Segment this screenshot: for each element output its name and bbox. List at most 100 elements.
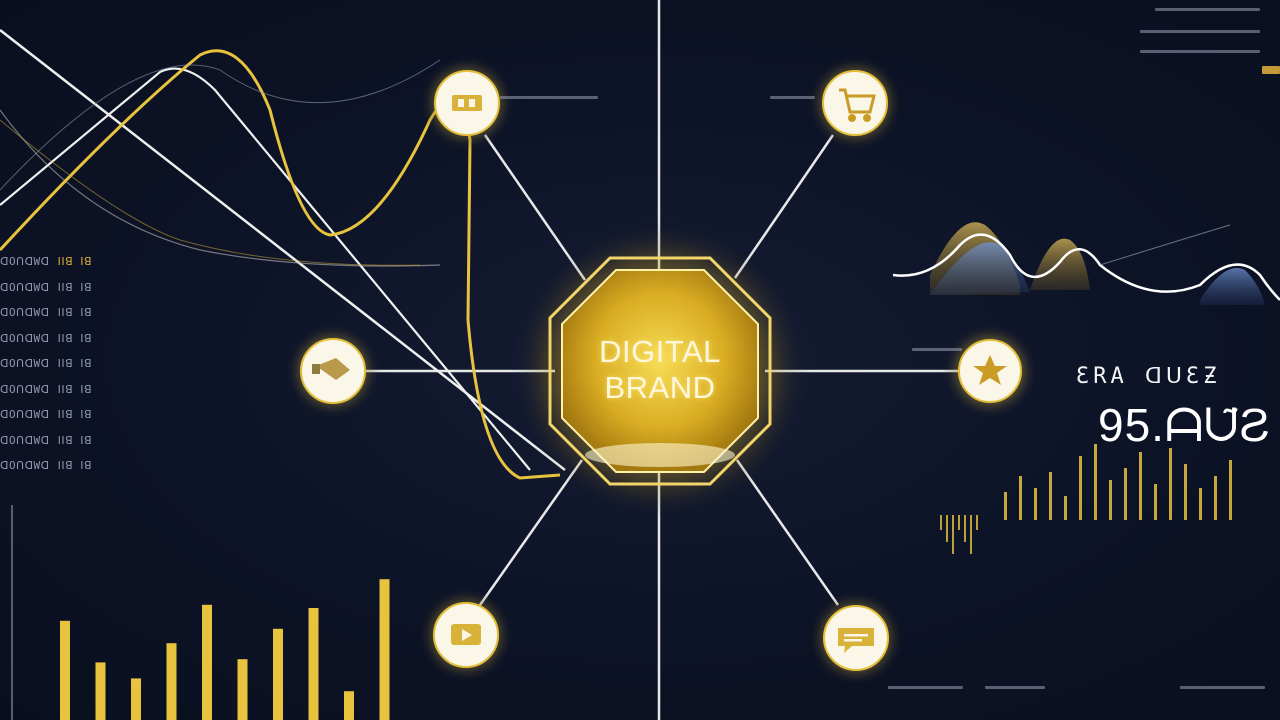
left-table-row: ꓷOꓵꓷWꓷ ꓲꓲꓭ ꓲꓭ xyxy=(0,408,92,421)
ticker-bar xyxy=(958,515,960,530)
right-wave-chart xyxy=(892,222,1280,305)
video-play-icon xyxy=(451,624,481,645)
gold-thin-line xyxy=(0,119,421,266)
bar xyxy=(95,662,106,720)
top-right-info-line xyxy=(1262,66,1280,74)
hub-center[interactable]: DIGITAL BRAND xyxy=(550,255,770,485)
metric-value: 95.ᗩᑌ̃Ƨ xyxy=(1098,399,1271,451)
top-right-info-line xyxy=(1140,50,1260,53)
left-table-value: ꓲꓲꓭ ꓲꓭ xyxy=(57,255,93,268)
left-table-label: ꓷOꓵꓷWꓷ xyxy=(0,408,50,421)
bar xyxy=(166,643,177,720)
node-left[interactable] xyxy=(285,323,381,419)
left-table-row: ꓷOꓵꓷWꓷ ꓲꓲꓭ ꓲꓭ xyxy=(0,383,92,396)
left-table-row: ꓷOꓵꓷWꓷ ꓲꓲꓭ ꓲꓭ xyxy=(0,306,92,319)
ticker-bar xyxy=(1169,448,1172,520)
left-table-value: ꓲꓲꓭ ꓲꓭ xyxy=(57,433,93,447)
bar xyxy=(308,608,319,720)
left-table-label: ꓷOꓵꓷWꓷ xyxy=(0,382,50,396)
chat-bubble-icon xyxy=(838,628,874,653)
ticker-bar xyxy=(1154,484,1157,520)
left-table-value: ꓲꓲꓭ ꓲꓭ xyxy=(57,408,93,421)
left-table-row: ꓷOꓵꓷWꓷ ꓲꓲꓭ ꓲꓭ xyxy=(0,434,92,447)
left-table-label: ꓷOꓵꓷWꓷ xyxy=(0,459,50,472)
right-ticker-chart xyxy=(940,444,1232,554)
ticker-bar xyxy=(1214,476,1217,520)
left-table-row: ꓷOꓵꓷWꓷ ꓲꓲꓭ ꓲꓭ xyxy=(0,332,92,345)
bottom-info-line xyxy=(888,686,963,689)
left-table-row: ꓷOꓵꓷWꓷ ꓲꓲꓭ ꓲꓭ xyxy=(0,255,92,268)
ticker-bar xyxy=(952,515,954,554)
ticker-bar xyxy=(1079,456,1082,520)
storefront-icon xyxy=(452,95,482,111)
ticker-bar xyxy=(1124,468,1127,520)
ticker-bar xyxy=(970,515,972,554)
top-right-info-line xyxy=(770,96,815,99)
top-right-info-line xyxy=(1140,30,1260,33)
left-table-label: ꓷOꓵꓷWꓷ xyxy=(0,280,50,294)
gold-wave-line xyxy=(0,49,561,480)
white-trend-line-3 xyxy=(0,109,441,267)
white-trend-line-1 xyxy=(0,29,566,471)
bar xyxy=(131,678,141,720)
ticker-bar xyxy=(1064,496,1067,520)
left-table-value: ꓲꓲꓭ ꓲꓭ xyxy=(57,280,93,294)
hub-octagon-outer xyxy=(548,256,772,486)
left-table-label: ꓷOꓵꓷWꓷ xyxy=(0,255,50,268)
ticker-bar xyxy=(940,515,942,530)
ticker-bar xyxy=(1229,460,1232,520)
left-table-value: ꓲꓲꓭ ꓲꓭ xyxy=(57,331,93,345)
bar xyxy=(344,691,354,720)
bar xyxy=(60,620,70,720)
left-table-label: ꓷOꓵꓷWꓷ xyxy=(0,331,50,345)
node-right[interactable] xyxy=(942,323,1038,419)
left-table-row: ꓷOꓵꓷWꓷ ꓲꓲꓭ ꓲꓭ xyxy=(0,459,92,472)
hub-octagon-inner xyxy=(561,269,759,473)
ticker-bar xyxy=(964,515,966,542)
gray-wave-line xyxy=(0,59,441,191)
node-bottom-right[interactable] xyxy=(808,590,904,686)
white-trend-line-2 xyxy=(0,67,531,471)
left-table-value: ꓲꓲꓭ ꓲꓭ xyxy=(57,459,93,472)
ticker-bar xyxy=(1094,444,1097,520)
ticker-bar xyxy=(1049,472,1052,520)
ticker-bar xyxy=(946,515,948,542)
ticker-bar xyxy=(1034,488,1037,520)
ticker-bar xyxy=(1109,480,1112,520)
bottom-info-line xyxy=(1180,686,1265,689)
hub-shine xyxy=(585,443,735,467)
shopping-cart-icon xyxy=(839,88,876,122)
hub-title-line2: BRAND xyxy=(604,370,716,405)
node-top-left[interactable] xyxy=(419,55,515,151)
left-table-row: ꓷOꓵꓷWꓷ ꓲꓲꓭ ꓲꓭ xyxy=(0,357,92,370)
hub-title-line1: DIGITAL xyxy=(599,334,721,369)
node-top-right[interactable] xyxy=(807,55,903,151)
top-left-info-line xyxy=(500,96,598,99)
ticker-bar xyxy=(976,515,978,530)
bar xyxy=(237,659,248,720)
bottom-info-line xyxy=(985,686,1045,689)
ticker-bar xyxy=(1199,488,1202,520)
bar xyxy=(379,579,390,720)
star-badge-icon xyxy=(973,355,1007,385)
bottom-left-bar-chart xyxy=(11,505,390,720)
left-table-value: ꓲꓲꓭ ꓲꓭ xyxy=(57,382,93,396)
left-table-label: ꓷOꓵꓷWꓷ xyxy=(0,357,50,370)
left-table-label: ꓷOꓵꓷWꓷ xyxy=(0,306,50,319)
right-info-line xyxy=(912,348,962,351)
ticker-bar xyxy=(1004,492,1007,520)
left-table-value: ꓲꓲꓭ ꓲꓭ xyxy=(57,357,93,370)
ticker-bar xyxy=(1184,464,1187,520)
top-right-info-line xyxy=(1155,8,1260,11)
node-bottom-left[interactable] xyxy=(418,587,514,683)
bar xyxy=(273,628,283,720)
bar xyxy=(202,604,212,720)
left-table-value: ꓲꓲꓭ ꓲꓭ xyxy=(57,306,93,319)
megaphone-icon xyxy=(312,358,350,380)
ticker-bar xyxy=(1019,476,1022,520)
left-table-label: ꓷOꓵꓷWꓷ xyxy=(0,433,50,447)
left-table-row: ꓷOꓵꓷWꓷ ꓲꓲꓭ ꓲꓭ xyxy=(0,281,92,294)
ticker-bar xyxy=(1139,452,1142,520)
metric-label: ƐRA ᗡᑌƐƵ xyxy=(1076,364,1221,389)
